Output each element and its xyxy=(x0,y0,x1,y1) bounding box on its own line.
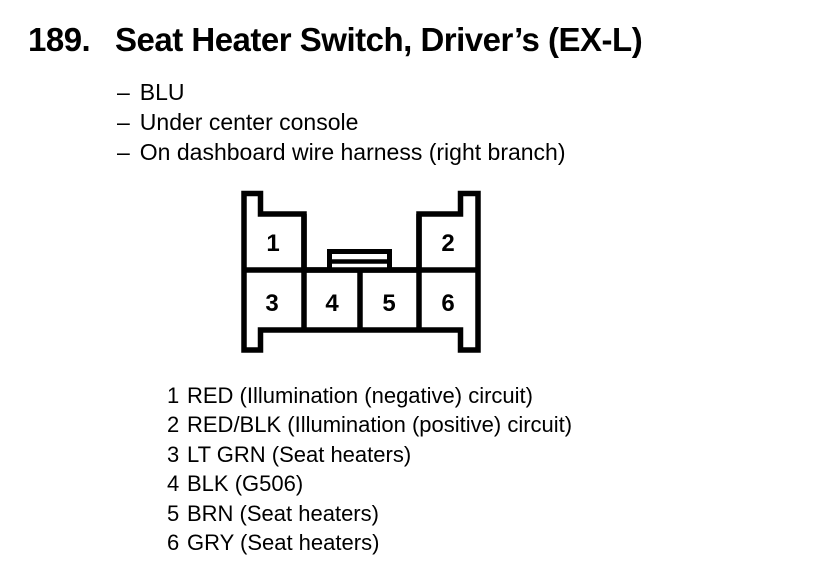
detail-text: BLU xyxy=(139,79,185,105)
pin-number: 3 xyxy=(167,441,180,467)
connector-diagram: 1 2 3 4 5 6 xyxy=(241,190,481,353)
pin-row-4: 4 BLK (G506) xyxy=(167,469,572,498)
pin-description: RED/BLK (Illumination (positive) circuit… xyxy=(187,412,573,438)
detail-text: Under center console xyxy=(139,109,359,135)
dash-bullet: – xyxy=(117,79,130,105)
page-heading: 189. Seat Heater Switch, Driver’s (EX-L) xyxy=(28,21,643,59)
pin-description: BLK (G506) xyxy=(187,471,304,497)
cavity-number-4: 4 xyxy=(325,290,339,317)
item-number: 189. xyxy=(28,21,91,58)
detail-item-color: – BLU xyxy=(117,77,566,107)
dash-bullet: – xyxy=(117,109,130,135)
pin-description: BRN (Seat heaters) xyxy=(187,500,379,526)
pin-row-3: 3 LT GRN (Seat heaters) xyxy=(167,440,572,469)
pin-number: 1 xyxy=(167,383,180,408)
pin-row-6: 6 GRY (Seat heaters) xyxy=(167,528,572,557)
cavity-number-3: 3 xyxy=(265,290,278,317)
pin-number: 2 xyxy=(167,412,180,438)
pin-description: GRY (Seat heaters) xyxy=(187,530,380,556)
pin-row-1: 1 RED (Illumination (negative) circuit) xyxy=(167,381,572,410)
pin-description: LT GRN (Seat heaters) xyxy=(187,441,412,467)
cavity-number-6: 6 xyxy=(441,290,454,317)
pin-number: 5 xyxy=(167,500,180,526)
pin-row-5: 5 BRN (Seat heaters) xyxy=(167,499,572,528)
cavity-number-2: 2 xyxy=(441,230,454,257)
pin-description: RED (Illumination (negative) circuit) xyxy=(187,383,533,408)
detail-item-location: – Under center console xyxy=(117,107,566,137)
page-title: Seat Heater Switch, Driver’s (EX-L) xyxy=(115,21,643,58)
dash-bullet: – xyxy=(117,139,130,165)
connector-details-list: – BLU – Under center console – On dashbo… xyxy=(117,77,566,167)
cavity-number-1: 1 xyxy=(266,230,279,257)
pin-number: 6 xyxy=(167,530,180,556)
detail-item-harness: – On dashboard wire harness (right branc… xyxy=(117,137,566,167)
pinout-list: 1 RED (Illumination (negative) circuit) … xyxy=(167,381,572,557)
pin-number: 4 xyxy=(167,471,180,497)
detail-text: On dashboard wire harness (right branch) xyxy=(139,139,566,165)
pin-row-2: 2 RED/BLK (Illumination (positive) circu… xyxy=(167,410,572,439)
cavity-number-5: 5 xyxy=(382,290,395,317)
